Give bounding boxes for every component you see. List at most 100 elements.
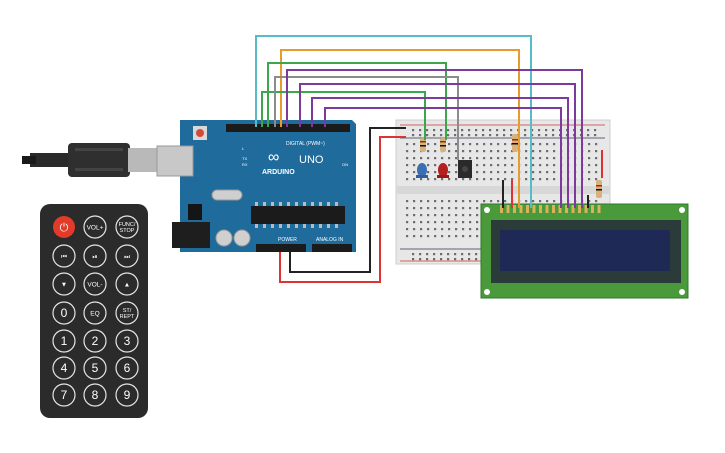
breadboard-hole[interactable] [462,207,465,210]
breadboard-hole[interactable] [588,171,591,174]
breadboard-hole[interactable] [531,129,534,132]
breadboard-hole[interactable] [476,228,479,231]
breadboard-hole[interactable] [490,164,493,167]
breadboard-hole[interactable] [469,143,472,146]
breadboard-hole[interactable] [462,228,465,231]
remote-button-two[interactable] [83,329,107,353]
resistor[interactable] [440,138,446,152]
wire-cyan[interactable] [255,35,532,208]
breadboard-hole[interactable] [476,171,479,174]
breadboard-hole[interactable] [483,150,486,153]
breadboard-hole[interactable] [532,178,535,181]
breadboard-hole[interactable] [406,171,409,174]
breadboard-hole[interactable] [434,228,437,231]
breadboard-hole[interactable] [532,164,535,167]
breadboard-hole[interactable] [482,134,485,137]
breadboard-hole[interactable] [434,214,437,217]
breadboard-hole[interactable] [483,164,486,167]
breadboard-hole[interactable] [413,200,416,203]
breadboard-hole[interactable] [483,178,486,181]
breadboard-hole[interactable] [503,134,506,137]
breadboard-hole[interactable] [441,221,444,224]
breadboard-hole[interactable] [483,157,486,160]
remote-button-vol-down[interactable] [83,272,107,296]
breadboard-hole[interactable] [476,207,479,210]
lcd-pin-header[interactable] [500,205,601,213]
breadboard-hole[interactable] [419,134,422,137]
breadboard-hole[interactable] [588,150,591,153]
breadboard-hole[interactable] [532,143,535,146]
breadboard-hole[interactable] [511,157,514,160]
resistor[interactable] [512,134,518,152]
breadboard-hole[interactable] [469,200,472,203]
breadboard-hole[interactable] [496,129,499,132]
wire-purple[interactable] [311,97,569,208]
breadboard-hole[interactable] [427,207,430,210]
power-header[interactable] [256,244,306,252]
lcd-pin[interactable] [545,205,549,213]
breadboard-hole[interactable] [469,150,472,153]
breadboard-hole[interactable] [441,200,444,203]
breadboard-hole[interactable] [490,157,493,160]
breadboard-hole[interactable] [454,129,457,132]
breadboard-hole[interactable] [587,134,590,137]
wire-green[interactable] [267,62,447,140]
remote-button-eight[interactable] [83,383,107,407]
wire-orange[interactable] [280,49,520,208]
breadboard-hole[interactable] [468,258,471,261]
breadboard-hole[interactable] [413,143,416,146]
breadboard-hole[interactable] [525,150,528,153]
breadboard-hole[interactable] [462,150,465,153]
wire-purple[interactable] [299,83,576,208]
breadboard-hole[interactable] [406,157,409,160]
breadboard-hole[interactable] [427,171,430,174]
breadboard-hole[interactable] [413,178,416,181]
breadboard-hole[interactable] [588,200,591,203]
breadboard-hole[interactable] [476,150,479,153]
breadboard-hole[interactable] [413,228,416,231]
breadboard-hole[interactable] [448,221,451,224]
lcd-pin[interactable] [500,205,503,213]
breadboard-hole[interactable] [497,150,500,153]
breadboard-hole[interactable] [455,207,458,210]
breadboard-hole[interactable] [546,200,549,203]
breadboard-hole[interactable] [434,221,437,224]
breadboard-hole[interactable] [497,178,500,181]
remote-button-one[interactable] [52,329,76,353]
breadboard-hole[interactable] [420,207,423,210]
breadboard-hole[interactable] [426,134,429,137]
breadboard-hole[interactable] [539,171,542,174]
breadboard-hole[interactable] [475,253,478,256]
remote-button-vol-up[interactable] [83,215,107,239]
breadboard-hole[interactable] [441,235,444,238]
breadboard-hole[interactable] [441,228,444,231]
remote-button-six[interactable] [115,356,139,380]
wire-purple[interactable] [286,69,583,208]
breadboard-hole[interactable] [433,253,436,256]
breadboard-hole[interactable] [539,200,542,203]
breadboard-hole[interactable] [525,157,528,160]
breadboard-hole[interactable] [595,178,598,181]
lcd-module[interactable] [480,203,689,299]
breadboard-hole[interactable] [503,129,506,132]
breadboard-hole[interactable] [525,171,528,174]
breadboard-hole[interactable] [406,178,409,181]
breadboard-hole[interactable] [440,253,443,256]
breadboard-hole[interactable] [588,178,591,181]
breadboard-hole[interactable] [490,143,493,146]
breadboard-hole[interactable] [455,178,458,181]
breadboard-hole[interactable] [469,221,472,224]
breadboard-hole[interactable] [476,214,479,217]
analog-header[interactable] [312,244,352,252]
breadboard-hole[interactable] [440,258,443,261]
breadboard-hole[interactable] [420,200,423,203]
breadboard-hole[interactable] [455,171,458,174]
breadboard-hole[interactable] [441,157,444,160]
breadboard-hole[interactable] [412,258,415,261]
lcd-pin[interactable] [597,205,601,213]
breadboard-hole[interactable] [441,207,444,210]
breadboard-hole[interactable] [434,143,437,146]
breadboard-hole[interactable] [475,129,478,132]
remote-button-seven[interactable] [52,383,76,407]
breadboard-hole[interactable] [412,129,415,132]
